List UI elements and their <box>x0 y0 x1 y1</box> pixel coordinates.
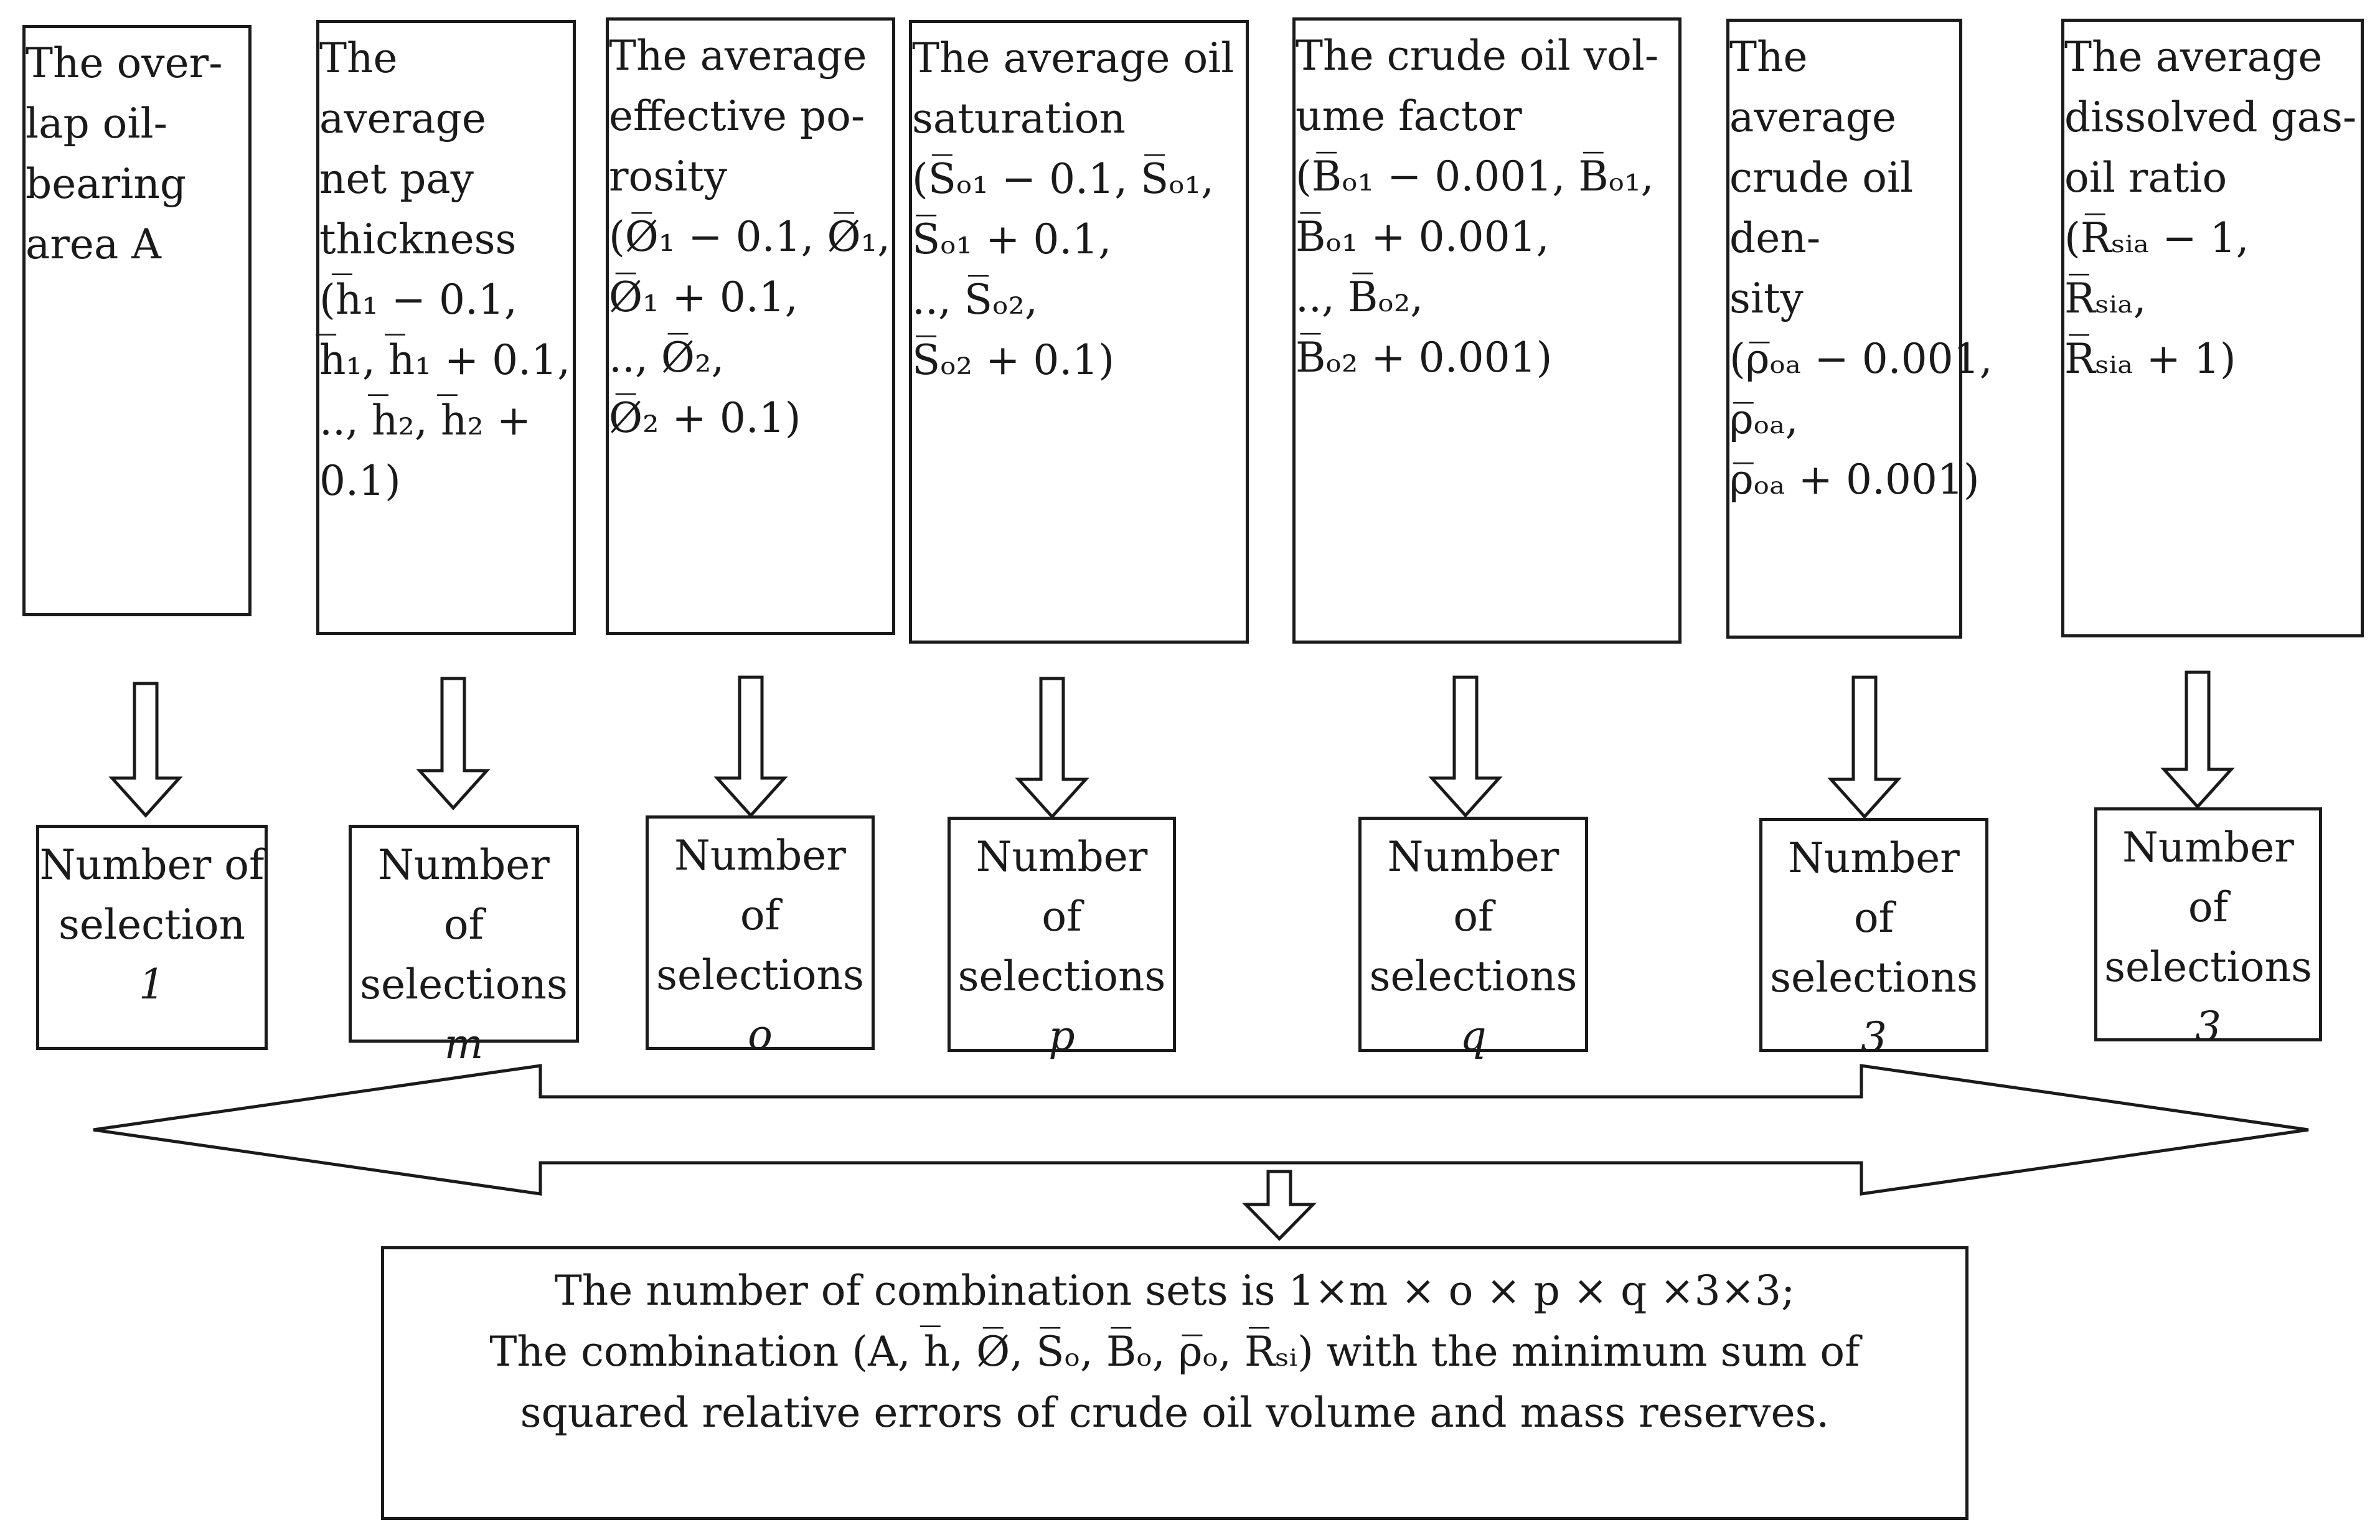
selection-label-line: Number of <box>1387 833 1559 941</box>
param-range-line: .., h̅₂, h̅₂ + <box>319 397 532 444</box>
param-range-line: (Ø̅₁ − 0.1, Ø̅₁, <box>609 213 891 261</box>
param-range-line: Ø̅₂ + 0.1) <box>609 394 801 442</box>
param-range-line: ρ̅ₒₐ, <box>1729 395 1799 443</box>
param-title-line: lap oil- <box>26 100 167 148</box>
param-title-line: sity <box>1729 275 1804 322</box>
param-range-line: Ø̅₁ + 0.1, <box>609 273 798 321</box>
down-arrow-icon <box>416 677 491 810</box>
param-range-line: B̅ₒ₁ + 0.001, <box>1296 213 1550 261</box>
selection-count: q <box>1460 1012 1487 1060</box>
selection-box-gas-oil-ratio: Number of selections 3 <box>2094 807 2322 1051</box>
selection-count: 3 <box>2195 1003 2221 1051</box>
down-arrow-icon <box>1015 677 1089 819</box>
selection-label-line: selections <box>360 960 568 1008</box>
param-range-line: (S̅ₒ₁ − 0.1, S̅ₒ₁, <box>912 155 1215 203</box>
selection-count: o <box>748 1011 773 1059</box>
param-range-line: .., B̅ₒ₂, <box>1296 273 1424 321</box>
param-range-line: 0.1) <box>319 457 401 505</box>
selection-label-line: selection <box>59 901 245 949</box>
param-title-line: dissolved gas- <box>2064 93 2357 141</box>
param-title-line: oil ratio <box>2064 154 2227 202</box>
double-headed-arrow-icon <box>93 1064 2309 1196</box>
param-range-line: R̅ₛᵢₐ, <box>2064 275 2147 322</box>
param-range-line: (B̅ₒ₁ − 0.001, B̅ₒ₁, <box>1296 153 1654 200</box>
selection-box-porosity: Number of selections o <box>646 815 875 1059</box>
selection-count: p <box>1048 1012 1075 1060</box>
param-title-line: The crude oil vol- <box>1296 32 1659 80</box>
selection-box-area: Number of selection 1 <box>36 825 268 1050</box>
param-range-line: (ρ̅ₒₐ − 0.001, <box>1729 335 1993 383</box>
param-title-line: The average oil <box>912 34 1235 82</box>
down-arrow-icon <box>1242 1170 1317 1241</box>
param-box-saturation: The average oil saturation (S̅ₒ₁ − 0.1, … <box>909 20 1249 644</box>
param-range-line: h̅₁, h̅₁ + 0.1, <box>319 336 571 384</box>
selection-label-line: Number of <box>1788 834 1960 942</box>
selection-count: 1 <box>139 960 165 1008</box>
selection-label-line: Number of <box>39 841 265 889</box>
result-combination-description: The combination (A, h̅, Ø̅, S̅ₒ, B̅ₒ, ρ̅… <box>489 1328 1860 1376</box>
param-title-line: The over- <box>26 39 223 87</box>
selection-label-line: selections <box>1770 954 1978 1002</box>
param-range-line: ρ̅ₒₐ + 0.001) <box>1729 456 1980 504</box>
param-range-line: S̅ₒ₂ + 0.1) <box>912 336 1115 384</box>
param-box-gas-oil-ratio: The average dissolved gas- oil ratio (R̅… <box>2061 19 2364 637</box>
result-box: The number of combination sets is 1×m × … <box>381 1246 1968 1520</box>
selection-box-thickness: Number of selections m <box>349 825 579 1068</box>
param-title-line: ume factor <box>1296 92 1522 140</box>
param-box-volume-factor: The crude oil vol- ume factor (B̅ₒ₁ − 0.… <box>1292 17 1682 644</box>
param-title-line: effective po- <box>609 92 865 140</box>
down-arrow-icon <box>1428 675 1503 818</box>
selection-label-line: selections <box>656 951 864 999</box>
selection-label-line: selections <box>957 952 1166 1000</box>
selection-label-line: Number of <box>378 841 550 949</box>
param-title-line: rosity <box>609 153 728 200</box>
param-box-thickness: The average net pay thickness (h̅₁ − 0.1… <box>316 20 576 635</box>
param-title-line: The average <box>319 34 486 143</box>
selection-label-line: selections <box>1369 952 1578 1000</box>
param-title-line: The average <box>609 32 867 80</box>
param-range-line: (h̅₁ − 0.1, <box>319 276 517 324</box>
param-range-line: .., Ø̅₂, <box>609 334 725 382</box>
selection-box-density: Number of selections 3 <box>1759 818 1988 1061</box>
selection-count: 3 <box>1861 1013 1887 1061</box>
param-range-line: .., S̅ₒ₂, <box>912 276 1038 324</box>
selection-label-line: selections <box>2104 943 2312 991</box>
param-title-line: The average <box>1729 33 1896 141</box>
param-title-line: crude oil den- <box>1729 154 1914 262</box>
param-box-density: The average crude oil den- sity (ρ̅ₒₐ − … <box>1726 19 1993 639</box>
param-range-line: R̅ₛᵢₐ + 1) <box>2064 335 2236 383</box>
selection-box-saturation: Number of selections p <box>948 817 1176 1060</box>
selection-label-line: Number of <box>674 832 846 939</box>
param-title-line: saturation <box>912 95 1126 143</box>
param-title-line: net pay <box>319 155 474 203</box>
down-arrow-icon <box>2160 670 2235 809</box>
result-objective: squared relative errors of crude oil vol… <box>520 1389 1830 1437</box>
selection-label-line: Number of <box>976 833 1148 941</box>
selection-count: m <box>444 1020 484 1068</box>
param-range-line: S̅ₒ₁ + 0.1, <box>912 215 1112 263</box>
result-combination-count: The number of combination sets is 1×m × … <box>554 1267 1795 1315</box>
down-arrow-icon <box>108 682 183 818</box>
selection-label-line: Number of <box>2122 824 2294 931</box>
param-box-area: The over- lap oil- bearing area A <box>22 25 252 616</box>
selection-box-volume-factor: Number of selections q <box>1358 817 1588 1060</box>
param-title-line: The average <box>2064 33 2323 81</box>
down-arrow-icon <box>713 675 788 818</box>
param-range-line: (R̅ₛᵢₐ − 1, <box>2064 214 2249 262</box>
param-title-line: area A <box>26 220 161 268</box>
param-box-porosity: The average effective po- rosity (Ø̅₁ − … <box>606 17 895 635</box>
param-title-line: bearing <box>26 160 187 208</box>
down-arrow-icon <box>1827 675 1902 819</box>
param-range-line: B̅ₒ₂ + 0.001) <box>1296 334 1553 382</box>
param-title-line: thickness <box>319 215 517 263</box>
